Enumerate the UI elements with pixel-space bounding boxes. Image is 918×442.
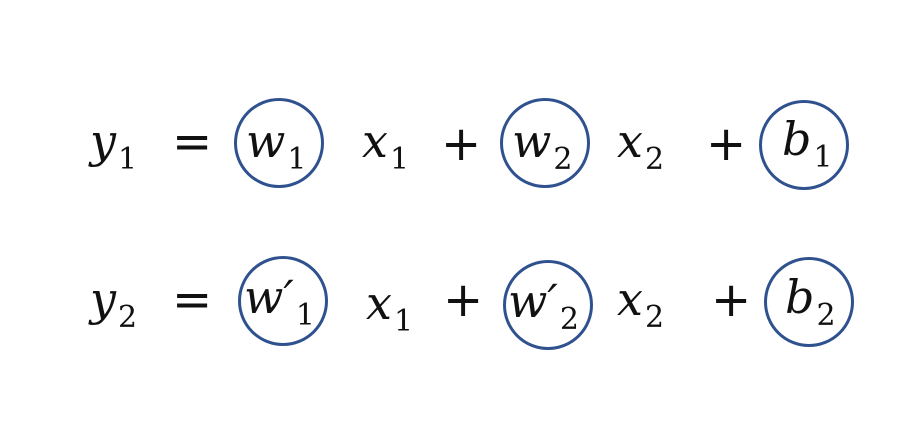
weight-circle xyxy=(503,260,593,350)
bias-circle xyxy=(759,100,849,190)
coef-w-prime-2: w′2 xyxy=(508,274,579,337)
equals-sign: = xyxy=(172,114,213,170)
lhs-y2: y2 xyxy=(90,272,138,335)
equals-sign: = xyxy=(172,272,213,328)
coef-b2: b2 xyxy=(785,270,836,333)
weight-circle xyxy=(238,256,328,346)
plus-sign: + xyxy=(443,272,484,328)
var-x1: x1 xyxy=(366,276,414,339)
var-x2: x2 xyxy=(617,114,665,177)
bias-circle xyxy=(764,257,854,347)
coef-b1: b1 xyxy=(782,112,833,175)
weight-circle xyxy=(500,98,590,188)
weight-circle xyxy=(234,98,324,188)
plus-sign: + xyxy=(711,272,752,328)
lhs-y1: y1 xyxy=(90,114,138,177)
coef-w-prime-1: w′1 xyxy=(244,270,315,333)
coef-w2: w2 xyxy=(512,114,573,177)
coef-w1: w1 xyxy=(246,114,307,177)
var-x2: x2 xyxy=(617,272,665,335)
plus-sign: + xyxy=(706,116,747,172)
var-x1: x1 xyxy=(362,114,410,177)
plus-sign: + xyxy=(441,116,482,172)
